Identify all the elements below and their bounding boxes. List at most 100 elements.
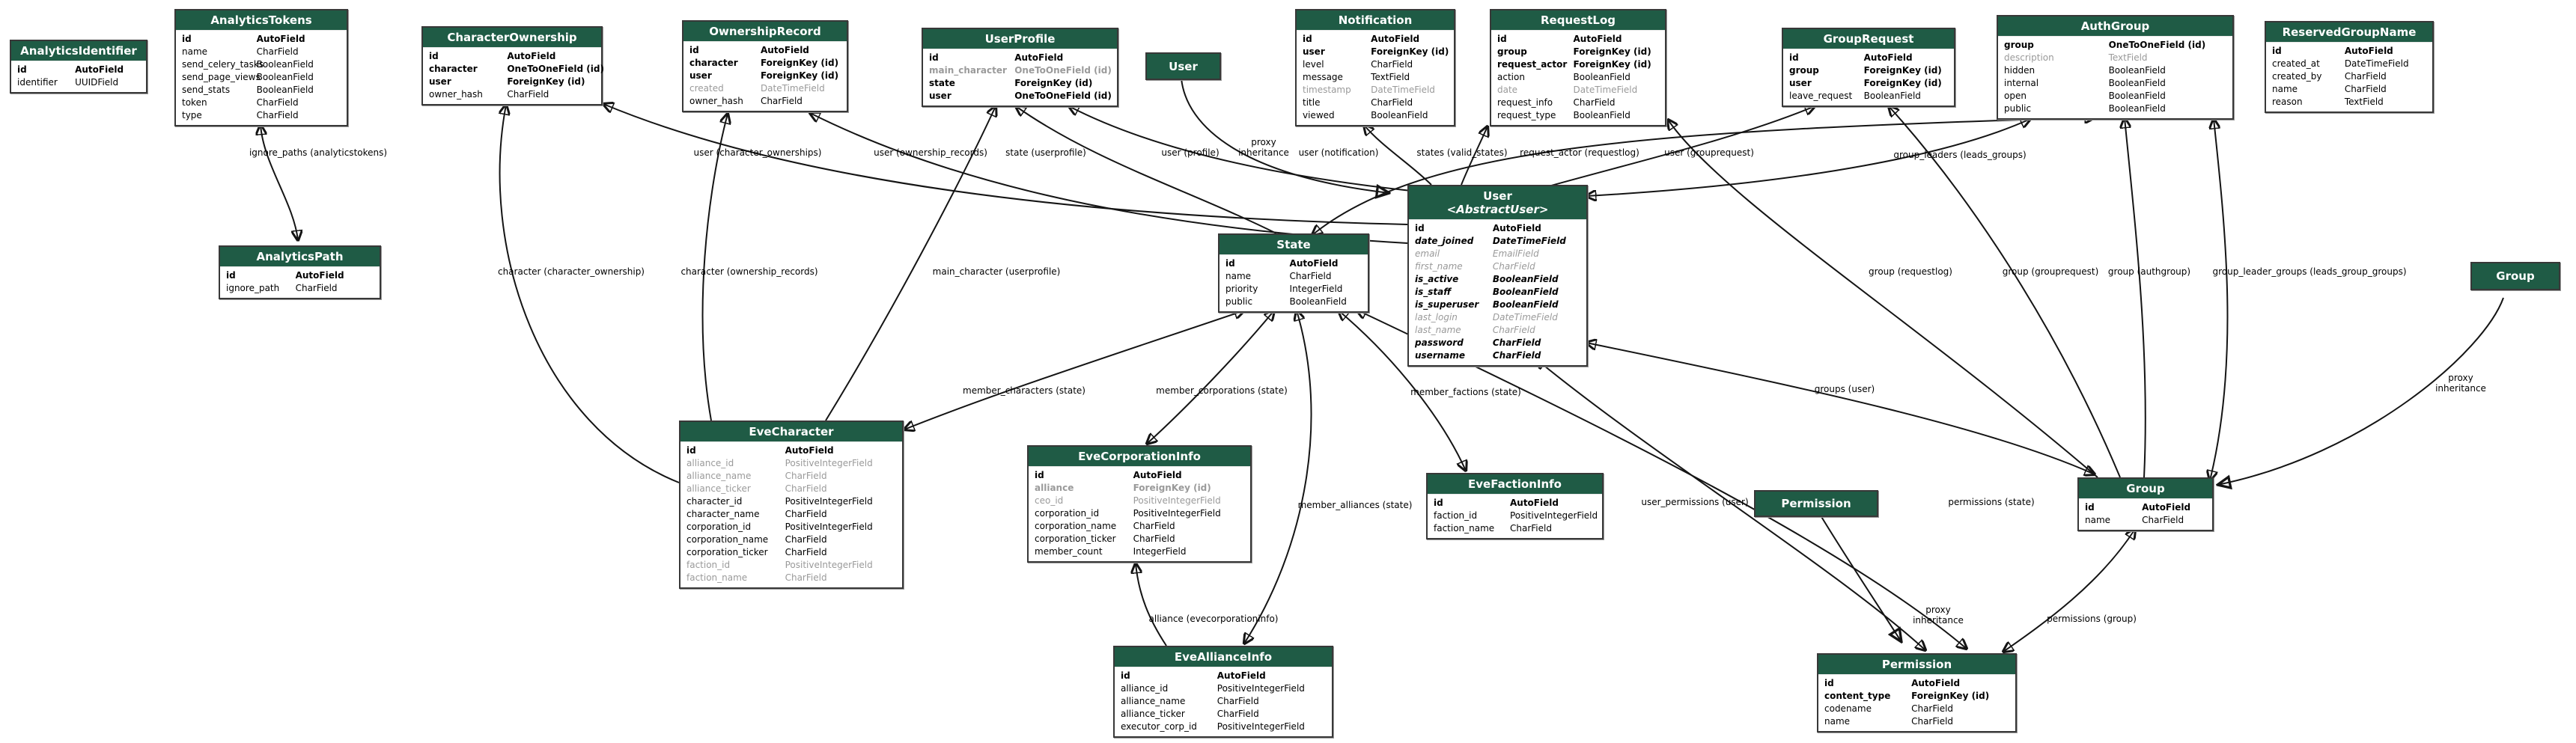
relationship-label: group (authgroup) xyxy=(2107,266,2191,277)
field-name: date_joined xyxy=(1415,236,1474,246)
field-type: BooleanField xyxy=(1289,296,1347,307)
proxy-model-box-permission: Permission xyxy=(1754,490,1878,517)
field-name: id xyxy=(1303,34,1312,44)
field-name: description xyxy=(2004,52,2054,63)
field-name: request_info xyxy=(1497,97,1553,108)
field-type: CharField xyxy=(2344,71,2387,82)
field-type: BooleanField xyxy=(1863,91,1921,101)
field-type: CharField xyxy=(1573,97,1616,108)
field-type: AutoField xyxy=(1289,258,1339,269)
relationship-label: group (grouprequest) xyxy=(2002,266,2099,277)
field-name: email xyxy=(1415,248,1440,259)
table-name: RequestLog xyxy=(1540,13,1616,27)
field-type: DateTimeField xyxy=(1492,312,1558,322)
table-name: EveAllianceInfo xyxy=(1174,650,1273,664)
field-type: CharField xyxy=(2344,84,2387,94)
field-name: user xyxy=(1303,46,1325,57)
field-type: OneToOneField (id) xyxy=(1014,91,1112,101)
field-type: CharField xyxy=(1509,523,1552,533)
field-name: corporation_id xyxy=(1035,508,1100,519)
relationship-label: permissions (group) xyxy=(2047,614,2137,624)
field-name: viewed xyxy=(1303,110,1335,120)
field-name: id xyxy=(429,51,439,61)
table-name: GroupRequest xyxy=(1823,32,1914,46)
field-type: CharField xyxy=(1492,337,1541,348)
field-type: BooleanField xyxy=(1492,274,1559,284)
field-type: DateTimeField xyxy=(760,83,825,94)
field-name: type xyxy=(182,110,202,120)
field-name: alliance_name xyxy=(1121,696,1186,706)
table-title: AuthGroup xyxy=(1998,16,2232,37)
field-type: CharField xyxy=(1492,261,1535,272)
field-type: ForeignKey (id) xyxy=(1573,46,1651,57)
field-name: alliance xyxy=(1035,483,1074,493)
field-type: AutoField xyxy=(1014,52,1064,63)
field-name: date xyxy=(1497,85,1518,95)
field-type: ForeignKey (id) xyxy=(1014,78,1093,88)
field-name: username xyxy=(1415,350,1466,361)
field-type: CharField xyxy=(785,547,827,557)
field-type: AutoField xyxy=(2344,46,2393,56)
field-name: main_character xyxy=(929,65,1007,76)
field-name: group xyxy=(1789,65,1819,76)
field-name: group xyxy=(2004,40,2034,50)
relationship-label: proxy inheritance xyxy=(1913,605,1964,626)
table-title: CharacterOwnership xyxy=(423,28,601,48)
field-type: CharField xyxy=(1911,716,1954,727)
table-title: OwnershipRecord xyxy=(683,22,847,42)
field-name: leave_request xyxy=(1789,91,1853,101)
field-type: AutoField xyxy=(256,34,305,44)
field-type: AutoField xyxy=(2142,502,2191,513)
field-type: PositiveIntegerField xyxy=(1217,721,1305,732)
field-type: CharField xyxy=(1371,97,1413,108)
field-name: identifier xyxy=(17,77,58,88)
field-type: AutoField xyxy=(760,45,809,55)
field-type: AutoField xyxy=(1509,498,1559,508)
table-name: State xyxy=(1276,238,1311,251)
relationship-label: user_permissions (user) xyxy=(1641,497,1749,507)
field-name: title xyxy=(1303,97,1321,108)
field-row-request-info: request_info CharField xyxy=(1491,97,1665,109)
relationship-label: member_corporations (state) xyxy=(1156,385,1288,396)
field-type: CharField xyxy=(1133,521,1175,531)
field-name: executor_corp_id xyxy=(1121,721,1197,732)
table-name: OwnershipRecord xyxy=(709,25,821,38)
field-type: CharField xyxy=(1133,533,1175,544)
field-type: ForeignKey (id) xyxy=(507,76,585,87)
field-type: CharField xyxy=(785,572,827,583)
